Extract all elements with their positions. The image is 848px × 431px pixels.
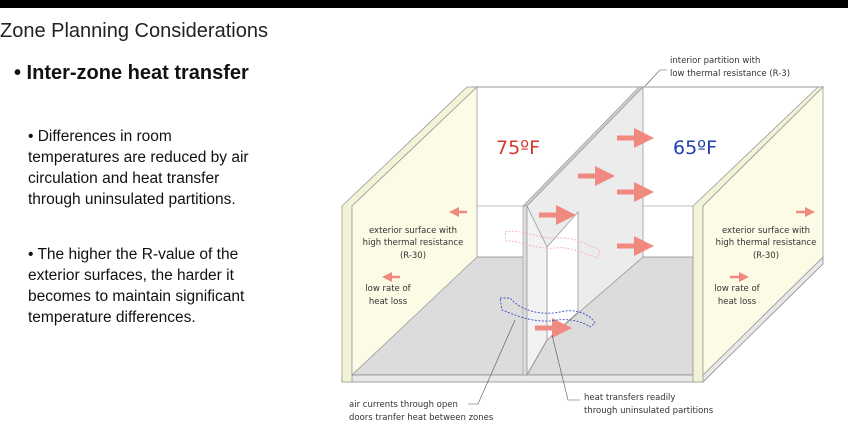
left-loss-label: low rate of [365,284,411,294]
line: circulation and heat transfer [28,170,220,187]
line: temperatures are reduced by air [28,149,249,166]
right-wall-label: exterior surface with [722,226,810,236]
top-bar [0,0,848,8]
line: through uninsulated partitions. [28,191,236,208]
slide-bullet-heading: • Inter-zone heat transfer [14,62,249,84]
right-wall-label: (R-30) [753,251,779,261]
left-wall-label: high thermal resistance [363,238,464,248]
heat-transfer-label: heat transfers readily [584,393,675,403]
bullet-point-2: • The higher the R-value of the exterior… [28,244,318,328]
line: exterior surfaces, the harder it [28,267,234,284]
bullet-point-1: • Differences in room temperatures are r… [28,126,318,210]
partition-label: low thermal resistance (R-3) [670,69,790,79]
left-wall-label: exterior surface with [369,226,457,236]
right-loss-label: low rate of [714,284,760,294]
line: • The higher the R-value of the [28,246,239,263]
heat-transfer-label: through uninsulated partitions [584,406,714,416]
line: temperature differences. [28,309,196,326]
line: becomes to maintain significant [28,288,245,305]
left-wall-label: (R-30) [400,251,426,261]
slide-title: Zone Planning Considerations [0,20,268,42]
heat-transfer-arrows [535,128,654,338]
right-wall-label: high thermal resistance [716,238,817,248]
left-loss-label: heat loss [369,297,408,307]
air-current-label: doors tranfer heat between zones [349,413,494,423]
air-current-label: air currents through open [349,400,458,410]
cool-zone-temp: 65ºF [673,137,717,159]
cool-air-current-icon [499,297,596,328]
partition-label: interior partition with [670,56,760,66]
right-loss-label: heat loss [718,297,757,307]
line: • Differences in room [28,128,172,145]
warm-zone-temp: 75ºF [496,137,540,159]
warm-air-current-icon [504,230,601,259]
heat-loss-arrows [382,207,815,282]
